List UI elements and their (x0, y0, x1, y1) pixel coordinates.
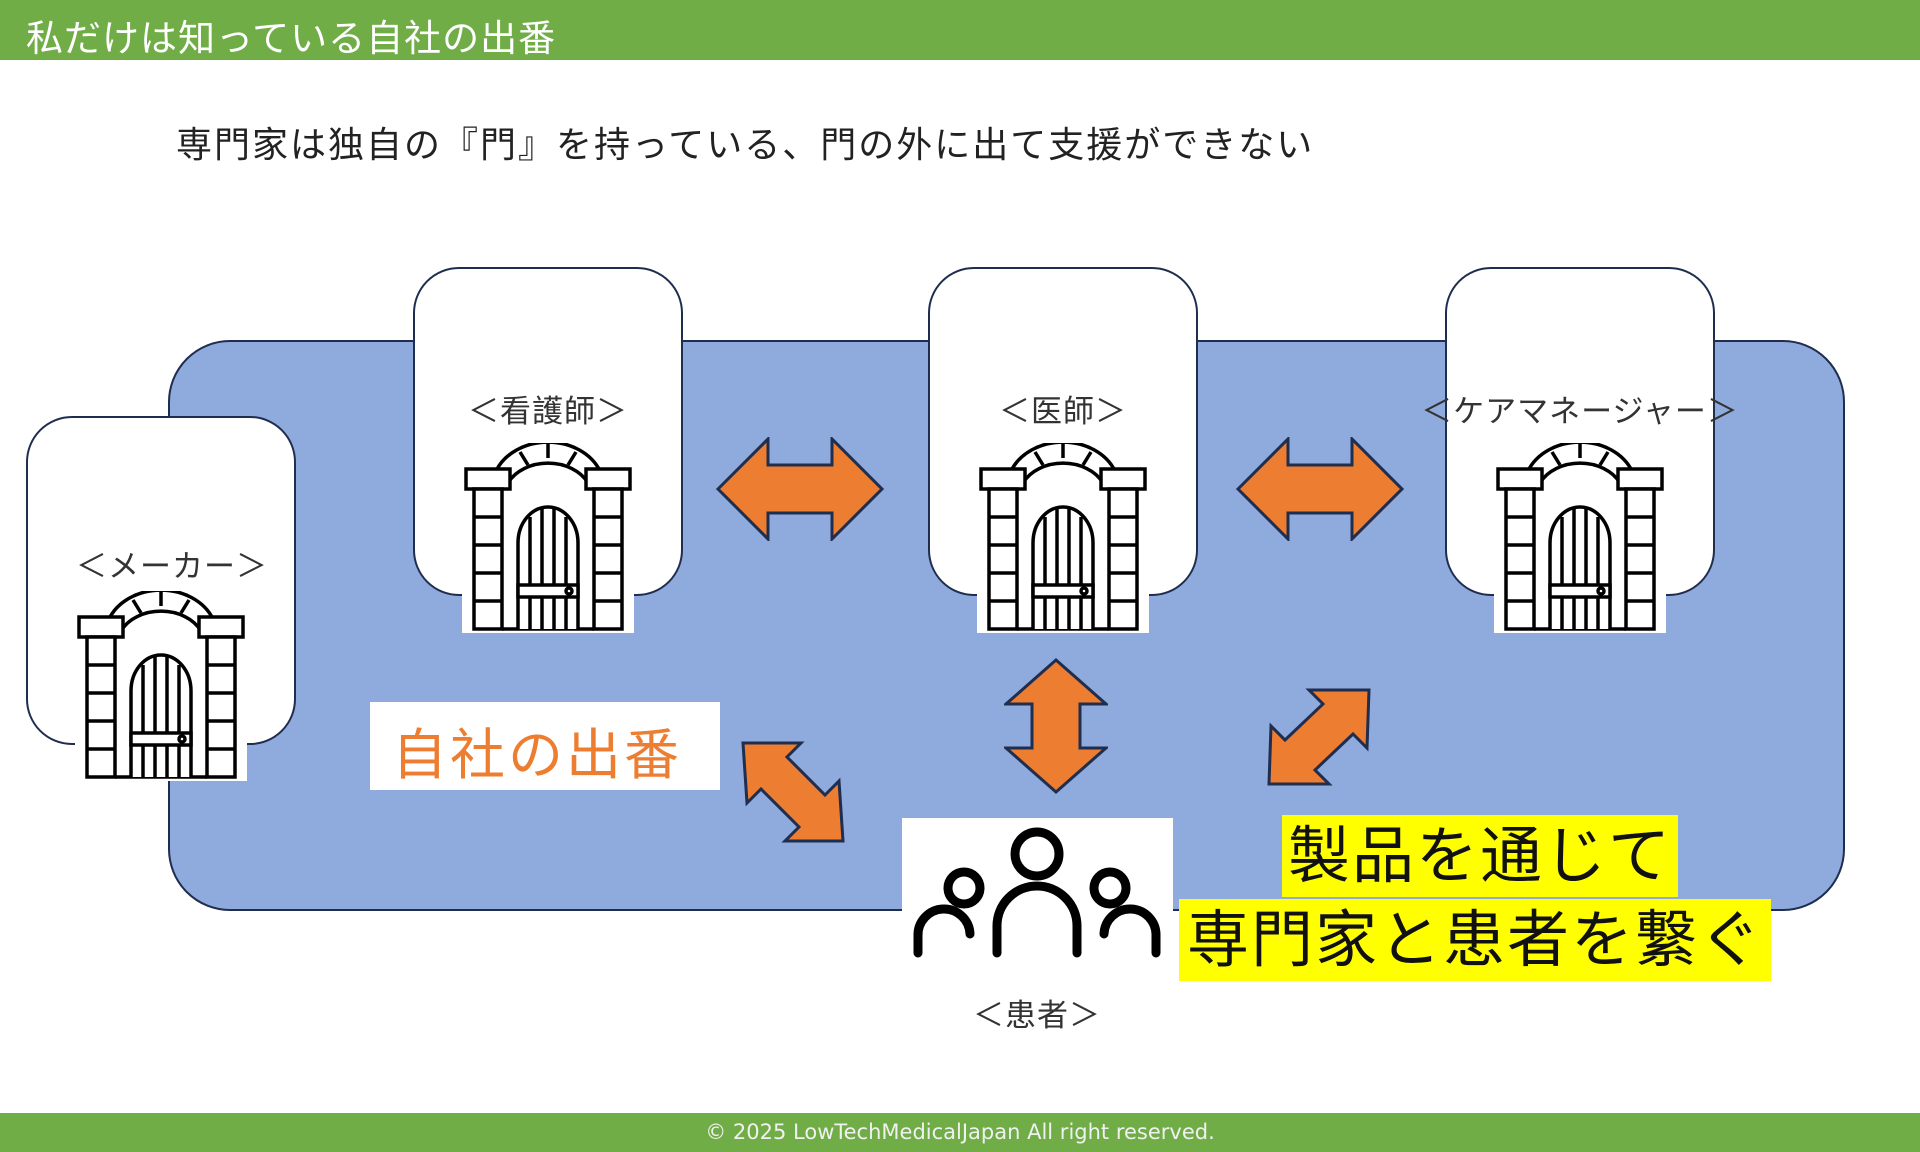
nurse-label: ＜看護師＞ (468, 394, 628, 430)
double-arrow-icon (716, 437, 884, 541)
patient-box (902, 818, 1173, 971)
message-line-1: 製品を通じて (1282, 815, 1679, 897)
care-manager-label: ＜ケアマネージャー＞ (1421, 394, 1739, 430)
copyright: © 2025 LowTechMedicalJapan All right res… (705, 1120, 1215, 1144)
double-arrow-icon (1267, 688, 1371, 786)
patient-label: ＜患者＞ (973, 998, 1101, 1034)
people-icon (913, 827, 1161, 958)
company-turn-label: 自社の出番 (392, 723, 683, 787)
double-arrow-icon (1004, 658, 1108, 794)
double-arrow-icon (1236, 437, 1404, 541)
gate-icon (75, 588, 247, 781)
page-title: 私だけは知っている自社の出番 (26, 17, 557, 60)
subtitle: 専門家は独自の『門』を持っている、門の外に出て支援ができない (176, 125, 1315, 166)
doctor-label: ＜医師＞ (999, 394, 1127, 430)
gate-icon (977, 440, 1149, 633)
double-arrow-icon (741, 741, 845, 843)
message-line-2: 専門家と患者を繋ぐ (1179, 899, 1772, 981)
company-turn-box: 自社の出番 (370, 702, 720, 790)
maker-label: ＜メーカー＞ (76, 549, 268, 585)
title-bar: 私だけは知っている自社の出番 (0, 0, 1920, 60)
footer: © 2025 LowTechMedicalJapan All right res… (0, 1113, 1920, 1152)
gate-icon (1494, 440, 1666, 633)
gate-icon (462, 440, 634, 633)
